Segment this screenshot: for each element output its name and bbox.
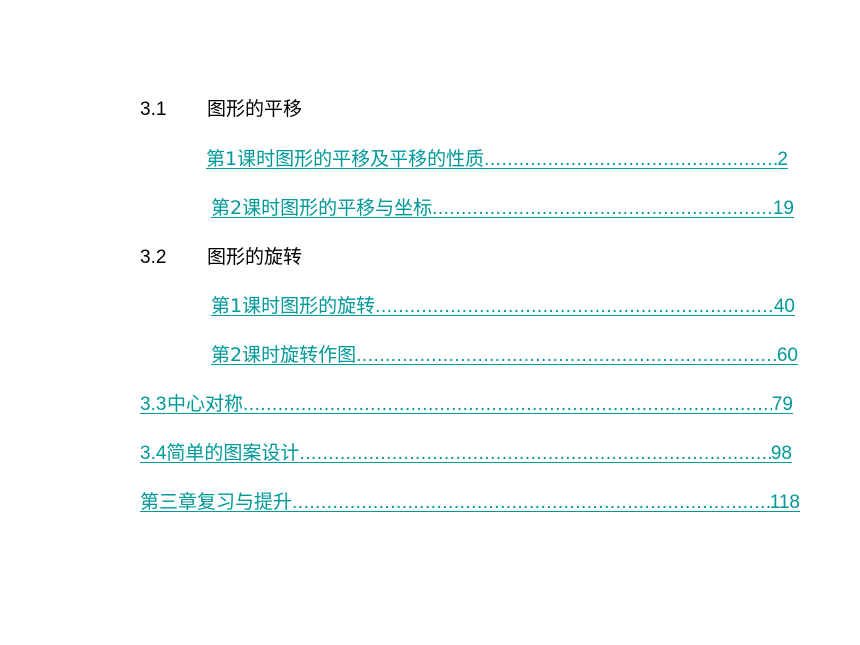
leader-dots xyxy=(243,393,772,417)
section-title: 图形的平移 xyxy=(207,98,303,120)
entry-title: 图形的旋转 xyxy=(280,295,376,317)
lesson-label: 第2课时 xyxy=(211,344,281,366)
toc-link-chapter-review[interactable]: 第三章 复习与提升 118 xyxy=(140,490,800,515)
toc-link-lesson-2-translation-coordinates[interactable]: 第2课时 图形的平移与坐标 19 xyxy=(211,196,794,221)
page-number: 118 xyxy=(769,492,800,513)
lesson-label: 第2课时 xyxy=(211,197,281,219)
page-number: 19 xyxy=(772,198,794,219)
page-number: 60 xyxy=(776,345,798,366)
leader-dots xyxy=(292,491,770,515)
lesson-label: 第1课时 xyxy=(211,295,281,317)
leader-dots xyxy=(299,442,770,466)
toc-link-lesson-1-rotation[interactable]: 第1课时 图形的旋转 40 xyxy=(211,294,795,319)
section-title: 图形的旋转 xyxy=(207,246,303,268)
section-heading-3-2: 3.2 图形的旋转 xyxy=(140,245,302,270)
leader-dots xyxy=(484,148,777,172)
toc-link-lesson-2-rotation-drawing[interactable]: 第2课时 旋转作图 60 xyxy=(211,343,798,368)
leader-dots xyxy=(356,344,777,368)
leader-dots xyxy=(432,197,773,221)
toc-link-lesson-1-translation[interactable]: 第1课时 图形的平移及平移的性质 2 xyxy=(206,147,788,172)
section-number: 3.1 xyxy=(140,99,167,120)
lesson-label: 第1课时 xyxy=(206,148,276,170)
page-number: 2 xyxy=(777,149,788,170)
section-heading-3-1: 3.1 图形的平移 xyxy=(140,97,302,122)
section-number: 3.2 xyxy=(140,247,167,268)
toc-link-section-3-4[interactable]: 3.4 简单的图案设计 98 xyxy=(140,441,792,466)
page-number: 79 xyxy=(771,394,793,415)
entry-title: 简单的图案设计 xyxy=(166,442,300,464)
entry-title: 旋转作图 xyxy=(280,344,357,366)
entry-title: 图形的平移及平移的性质 xyxy=(275,148,485,170)
page-number: 40 xyxy=(773,296,795,317)
chapter-label: 第三章 xyxy=(140,491,198,513)
entry-title: 图形的平移与坐标 xyxy=(280,197,433,219)
leader-dots xyxy=(375,295,774,319)
section-number: 3.3 xyxy=(140,394,167,415)
section-number: 3.4 xyxy=(140,443,167,464)
entry-title: 复习与提升 xyxy=(197,491,293,513)
entry-title: 中心对称 xyxy=(167,393,244,415)
toc-link-section-3-3[interactable]: 3.3 中心对称 79 xyxy=(140,392,793,417)
page-number: 98 xyxy=(770,443,792,464)
